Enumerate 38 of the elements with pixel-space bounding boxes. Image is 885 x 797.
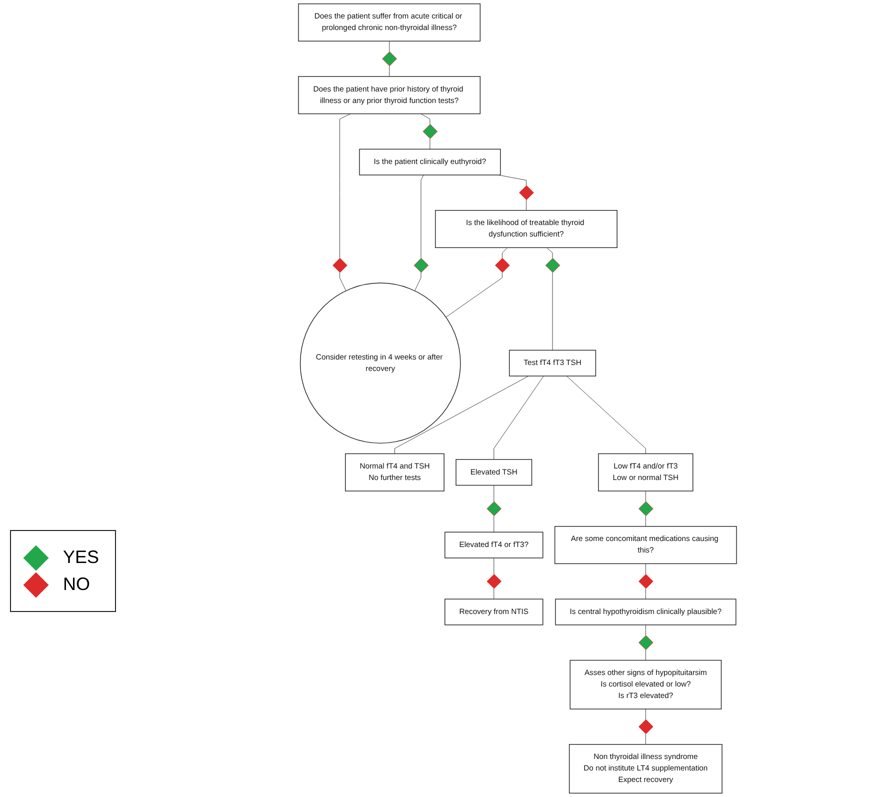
connector	[414, 272, 422, 292]
connector	[645, 588, 646, 600]
node-diamond	[486, 574, 502, 589]
connector	[394, 376, 529, 454]
connector	[645, 624, 646, 636]
connector	[645, 563, 646, 574]
connector	[645, 516, 646, 527]
connector	[645, 650, 646, 660]
connector	[546, 247, 553, 258]
node-diamond	[638, 501, 654, 516]
connector	[552, 272, 553, 350]
legend-text: NO	[63, 574, 90, 595]
connector	[494, 376, 544, 460]
node-diamond	[638, 635, 654, 650]
node-diamond	[638, 719, 654, 734]
connector	[340, 114, 351, 258]
connector	[389, 66, 390, 77]
connector	[446, 272, 502, 318]
node-diamond	[495, 258, 510, 273]
connector	[645, 734, 646, 745]
connector	[498, 174, 526, 186]
node-diamond	[422, 124, 438, 139]
connector	[340, 272, 346, 292]
connector	[420, 114, 430, 125]
node-diamond	[382, 51, 397, 66]
connector	[645, 708, 646, 720]
node-diamond	[486, 501, 502, 516]
connector	[389, 40, 390, 52]
legend-text: YES	[63, 547, 100, 568]
node-diamond	[545, 258, 560, 273]
connector	[566, 376, 646, 454]
node-diamond	[519, 185, 534, 200]
connector	[645, 490, 646, 502]
node-diamond	[332, 258, 348, 273]
node-diamond	[414, 258, 429, 273]
connector	[502, 247, 508, 258]
connector	[420, 174, 424, 258]
node-diamond	[638, 574, 654, 589]
